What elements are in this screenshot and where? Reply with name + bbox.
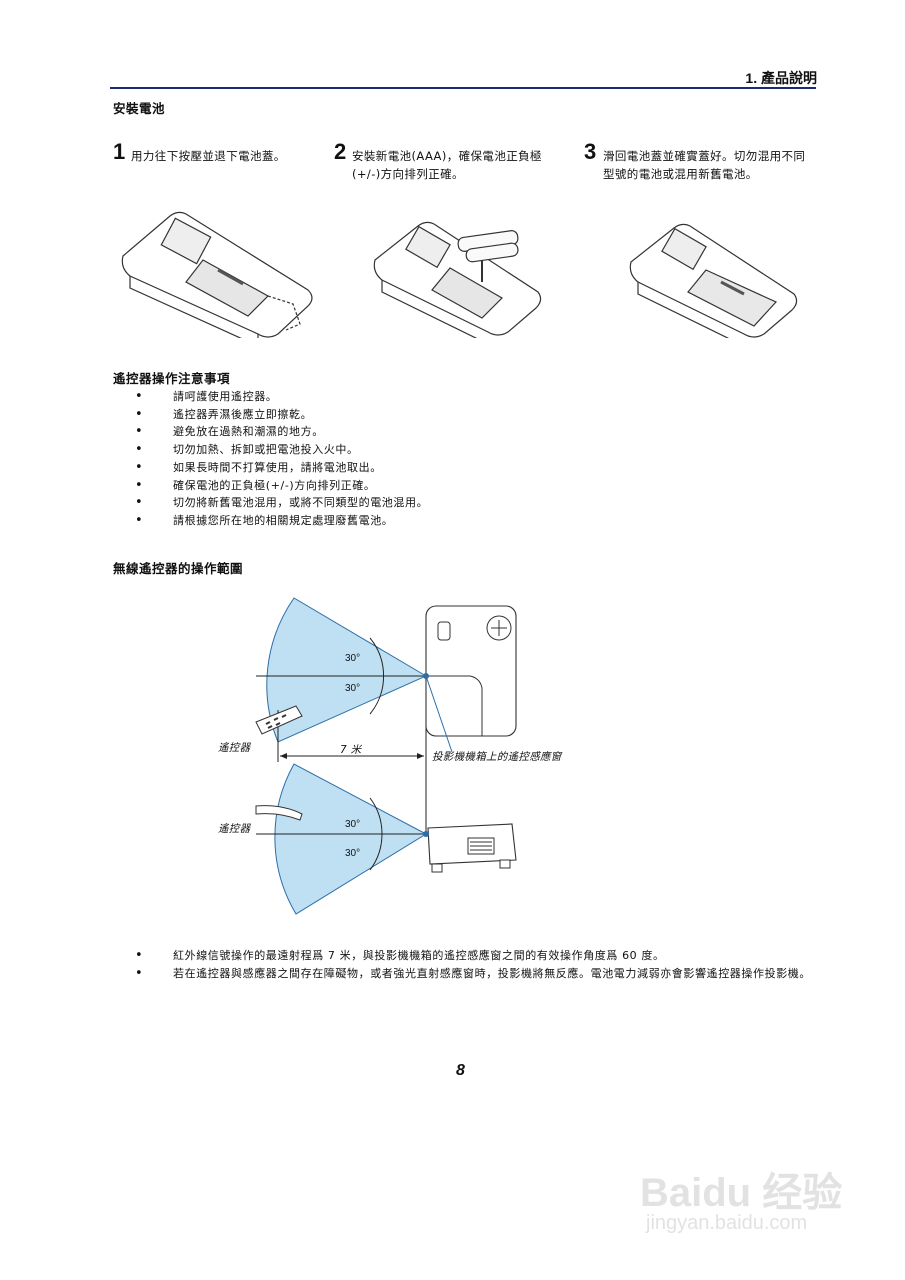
projector-front-icon <box>423 605 517 737</box>
list-item: 確保電池的正負極(+/-)方向排列正確。 <box>135 477 775 495</box>
remote-open-cover-illustration <box>121 211 313 338</box>
remote-insert-battery-illustration <box>373 221 542 338</box>
step-1-number: 1 <box>113 139 126 164</box>
watermark-brand: Baidu 经验 <box>640 1171 843 1215</box>
step-1-text: 用力往下按壓並退下電池蓋。 <box>131 149 286 163</box>
angle-label: 30° <box>345 683 361 694</box>
top-signal-cone <box>266 597 428 743</box>
remote-label-top: 遙控器 <box>218 742 251 754</box>
list-item: 紅外線信號操作的最遠射程爲 7 米，與投影機機箱的遙控感應窗之間的有效操作角度爲… <box>135 947 815 965</box>
remote-bottom-icon <box>255 805 303 821</box>
watermark-url: jingyan.baidu.com <box>646 1212 808 1234</box>
angle-label: 30° <box>345 848 361 859</box>
distance-label: 7 米 <box>340 744 362 756</box>
precautions-title: 遙控器操作注意事項 <box>113 371 231 386</box>
remote-label-bottom: 遙控器 <box>218 823 251 835</box>
list-item: 請呵護使用遙控器。 <box>135 388 775 406</box>
battery-section-title: 安裝電池 <box>113 101 166 116</box>
list-item: 切勿將新舊電池混用，或將不同類型的電池混用。 <box>135 494 775 512</box>
step-3-text: 滑回電池蓋並確實蓋好。切勿混用不同型號的電池或混用新舊電池。 <box>603 149 806 181</box>
precautions-list: 請呵護使用遙控器。 遙控器弄濕後應立即擦乾。 避免放在過熱和潮濕的地方。 切勿加… <box>135 388 775 530</box>
list-item: 避免放在過熱和潮濕的地方。 <box>135 423 775 441</box>
remote-top-icon <box>255 705 303 735</box>
range-title: 無線遙控器的操作範圍 <box>113 561 244 576</box>
range-notes-list: 紅外線信號操作的最遠射程爲 7 米，與投影機機箱的遙控感應窗之間的有效操作角度爲… <box>135 947 815 982</box>
list-item: 如果長時間不打算使用，請將電池取出。 <box>135 459 775 477</box>
step-2-number: 2 <box>334 139 347 164</box>
list-item: 切勿加熱、拆卸或把電池投入火中。 <box>135 441 775 459</box>
projector-side-icon <box>423 823 517 873</box>
chapter-header: 1. 產品說明 <box>745 70 817 86</box>
step-2-text: 安裝新電池(AAA)，確保電池正負極(+/-)方向排列正確。 <box>352 149 542 181</box>
page-number: 8 <box>456 1062 465 1079</box>
header-rule <box>110 87 816 89</box>
bottom-signal-cone <box>274 763 428 915</box>
step-3-number: 3 <box>584 139 597 164</box>
list-item: 遙控器弄濕後應立即擦乾。 <box>135 406 775 424</box>
operating-range-diagram <box>255 597 517 915</box>
angle-label: 30° <box>345 819 361 830</box>
angle-label: 30° <box>345 653 361 664</box>
list-item: 請根據您所在地的相關規定處理廢舊電池。 <box>135 512 775 530</box>
sensor-window-label: 投影機機箱上的遙控感應窗 <box>432 751 562 763</box>
remote-close-cover-illustration <box>629 223 798 338</box>
list-item: 若在遙控器與感應器之間存在障礙物，或者強光直射感應窗時，投影機將無反應。電池電力… <box>135 965 815 983</box>
